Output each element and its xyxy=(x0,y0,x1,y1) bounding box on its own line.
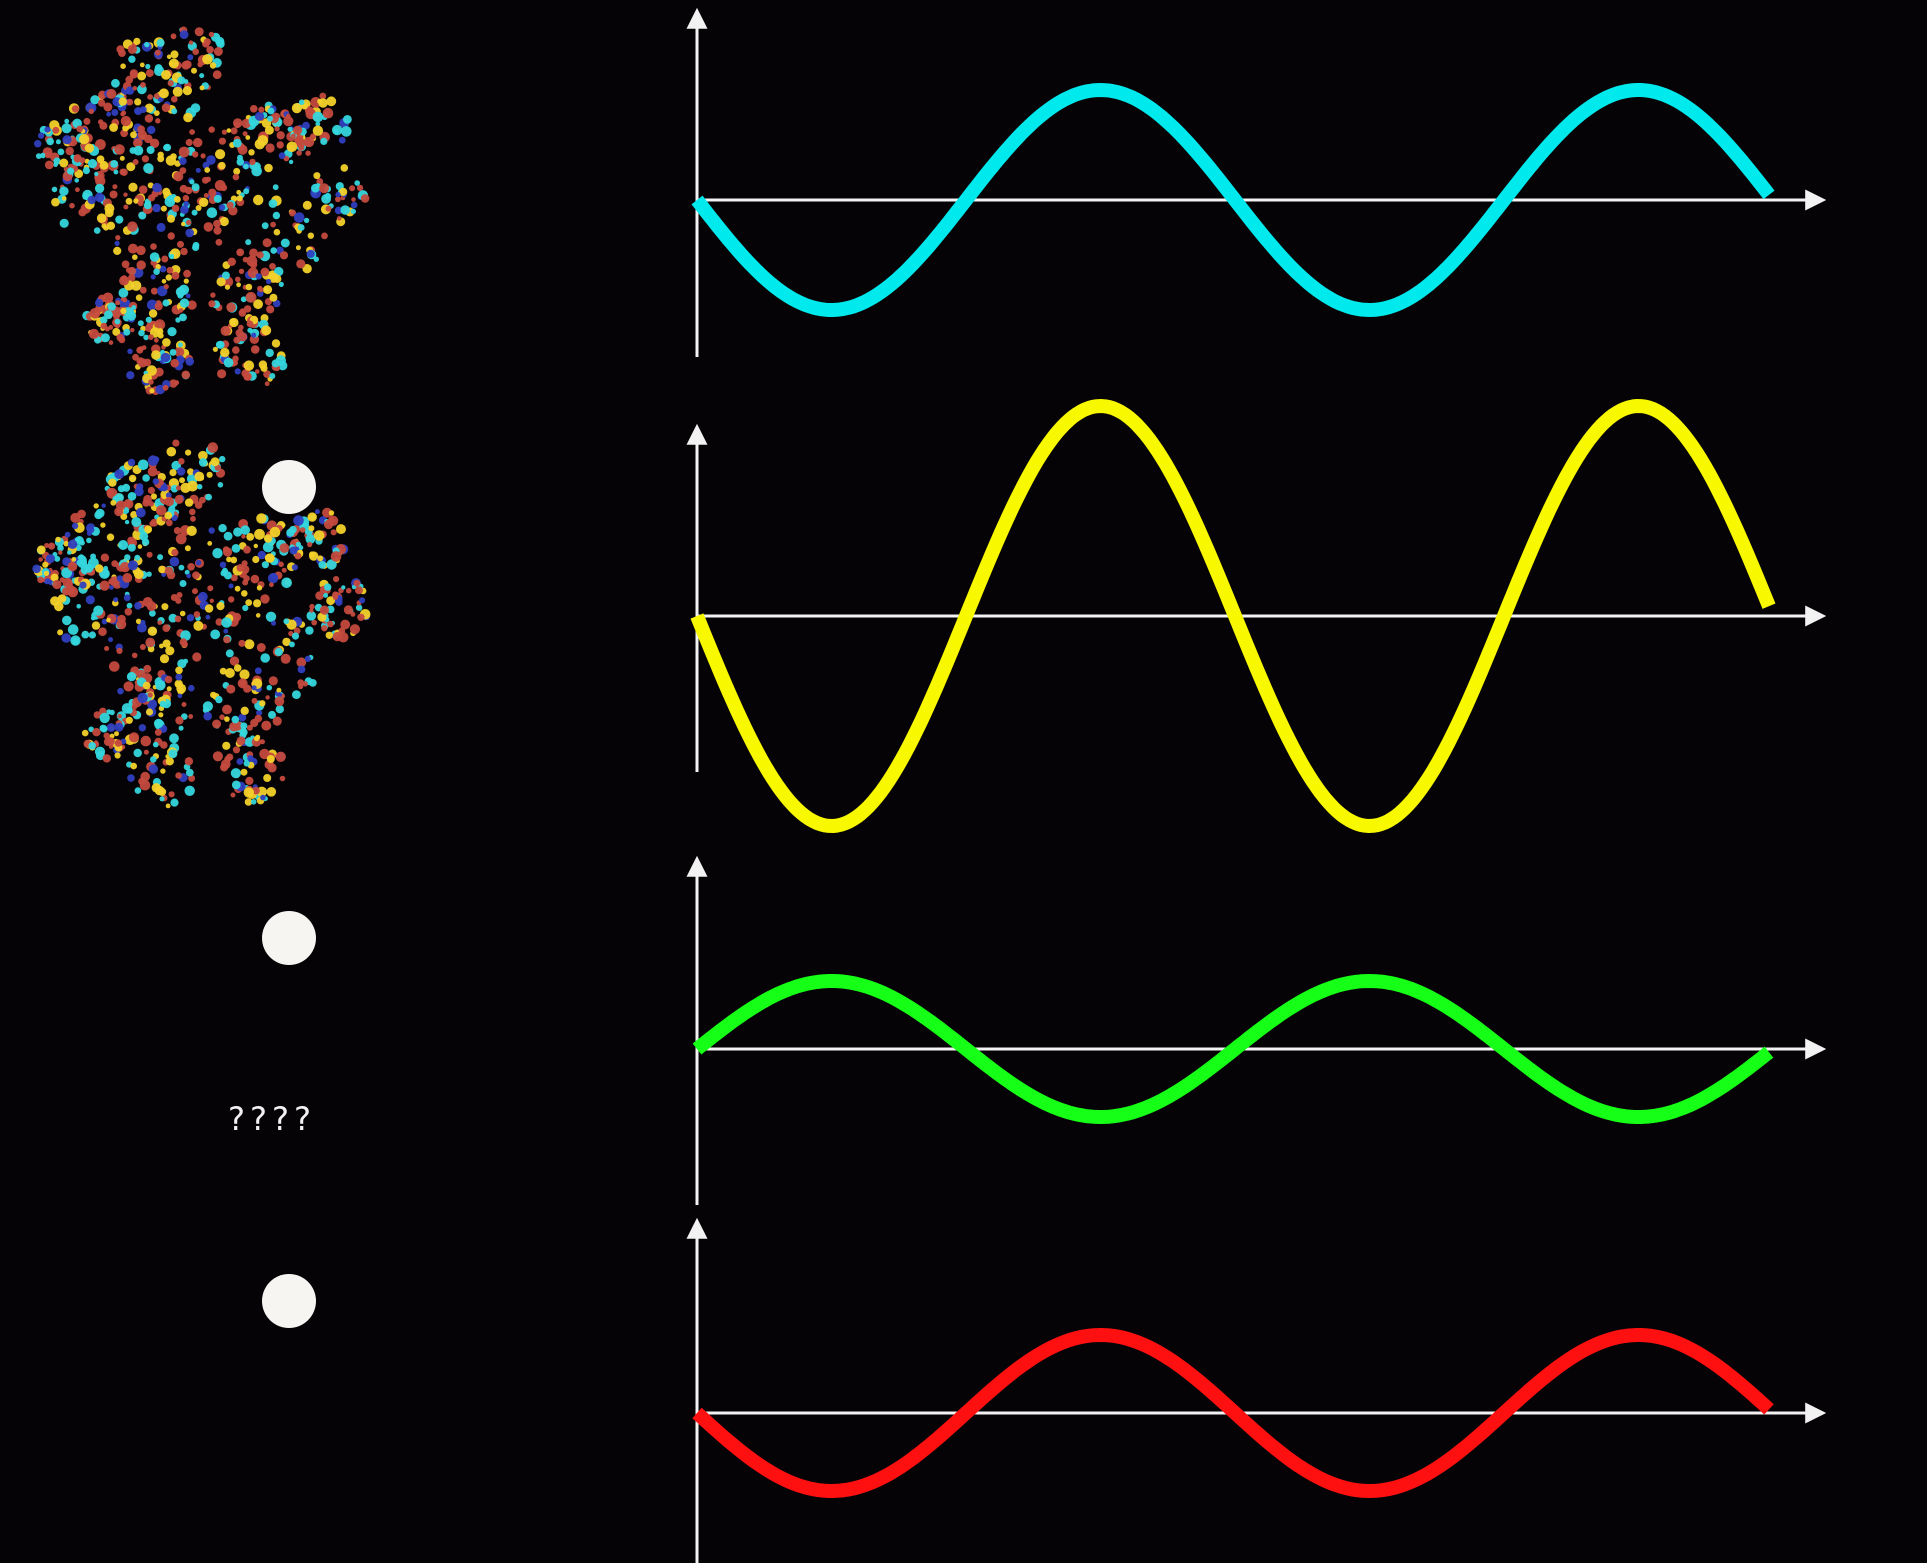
unknown-label: ???? xyxy=(228,1100,316,1138)
wave-row-4 xyxy=(692,1328,1774,1498)
ball-icon xyxy=(262,1274,316,1328)
axes-group xyxy=(686,7,1827,1563)
waves-group xyxy=(690,83,1776,1498)
wave-row-3 xyxy=(692,974,1774,1124)
wave-row-2 xyxy=(690,399,1776,833)
ball-icon xyxy=(262,460,316,514)
ball-icon xyxy=(262,911,316,965)
ball-group xyxy=(262,460,316,1328)
protein-group xyxy=(32,26,371,809)
wave-row-1 xyxy=(691,83,1775,317)
protein-icon xyxy=(34,26,370,395)
protein-icon xyxy=(32,439,371,809)
